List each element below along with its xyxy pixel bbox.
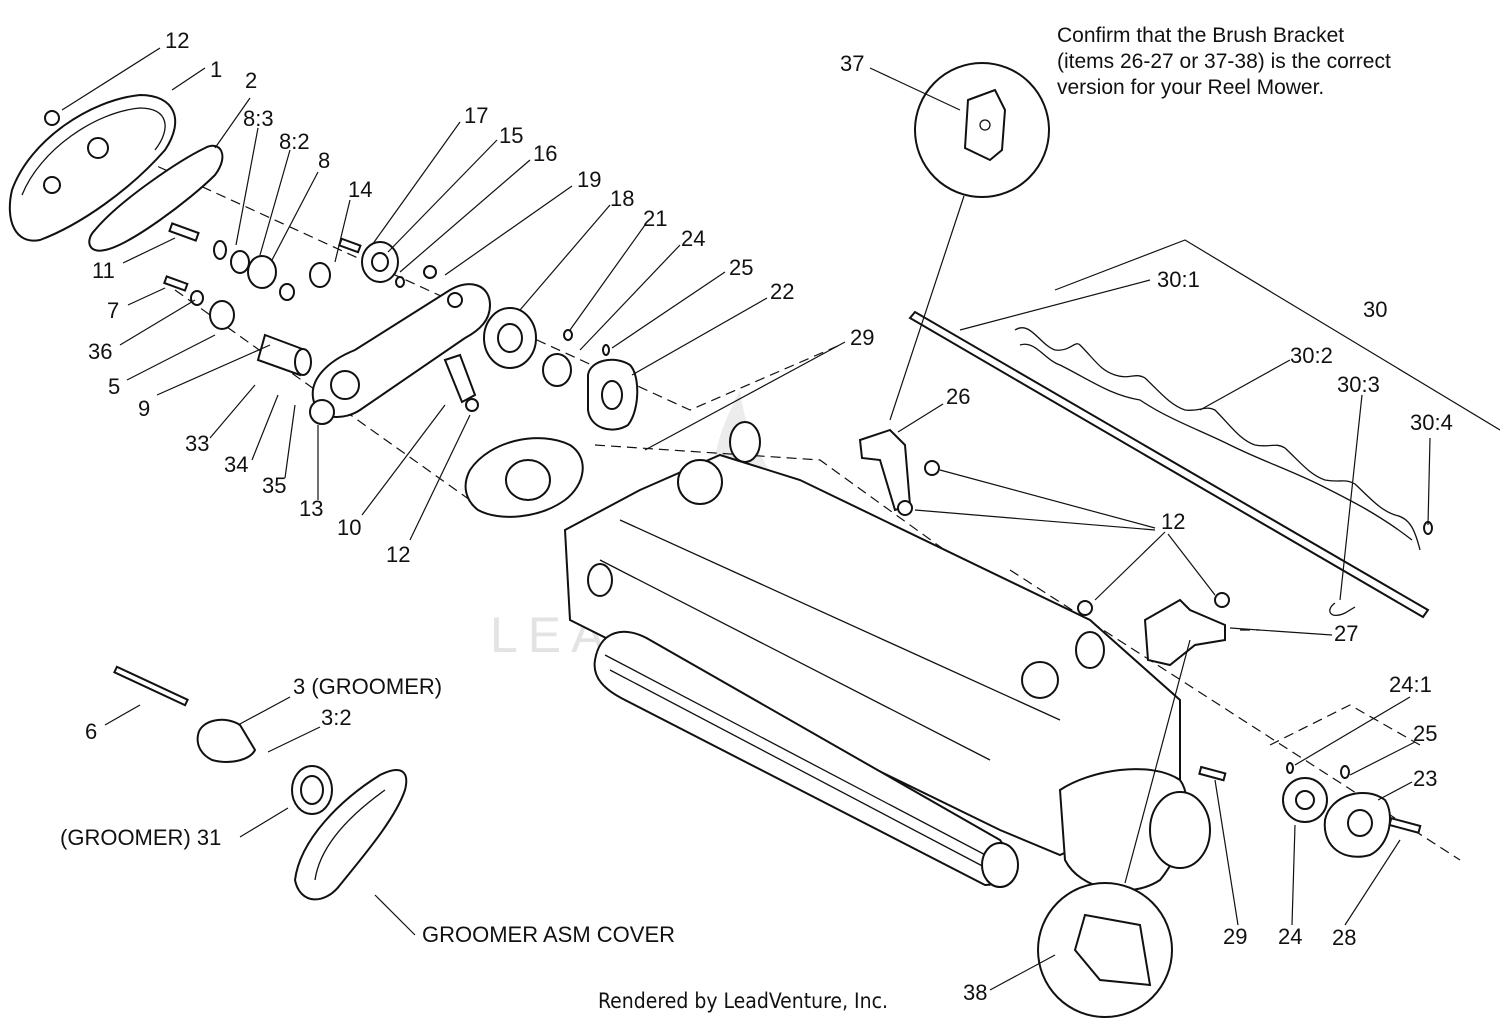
footer-credit: Rendered by LeadVenture, Inc. [598, 989, 888, 1013]
callout-34: 34 [224, 452, 248, 477]
callout-19: 19 [577, 167, 601, 192]
nut-12-top [44, 110, 60, 126]
brush-assembly-bracket [1054, 239, 1500, 431]
callout-31-groomer: (GROOMER) 31 [60, 825, 221, 850]
callout-8: 8 [318, 148, 330, 173]
callout-8-3: 8:3 [243, 106, 274, 131]
callout-27: 27 [1334, 621, 1358, 646]
callout-16: 16 [533, 141, 557, 166]
drive-belt [88, 145, 224, 252]
groomer-parts [113, 665, 408, 901]
callout-5: 5 [108, 374, 120, 399]
callout-33: 33 [185, 431, 209, 456]
callout-groomer-cover: GROOMER ASM COVER [422, 922, 675, 947]
groomer-roller [593, 630, 1019, 888]
note-line-1: Confirm that the Brush Bracket [1057, 24, 1344, 47]
inset-38 [1037, 639, 1191, 1018]
callout-12-right: 12 [1161, 509, 1185, 534]
callout-7: 7 [107, 298, 119, 323]
right-hubs [483, 307, 639, 431]
callout-2: 2 [245, 68, 257, 93]
callout-38: 38 [963, 980, 987, 1005]
brush-bracket-26 [858, 428, 912, 512]
note-line-2: (items 26-27 or 37-38) is the correct [1057, 50, 1391, 73]
callout-30-2: 30:2 [1290, 343, 1333, 368]
callout-6: 6 [85, 719, 97, 744]
callout-8-2: 8:2 [279, 129, 310, 154]
callout-29-lower: 29 [1223, 924, 1247, 949]
center-drive-parts [337, 237, 437, 288]
tension-bracket [443, 353, 477, 404]
callout-28: 28 [1332, 925, 1356, 950]
callout-13: 13 [299, 496, 323, 521]
right-hub-axis [1269, 704, 1421, 746]
callout-11: 11 [92, 258, 115, 283]
note-line-3: version for your Reel Mower. [1057, 76, 1324, 99]
callout-9: 9 [138, 396, 150, 421]
callout-22: 22 [770, 279, 794, 304]
callout-3-groomer: 3 (GROOMER) [293, 674, 442, 699]
callout-26: 26 [946, 384, 970, 409]
callout-30-3: 30:3 [1337, 372, 1380, 397]
callout-labels: 12 1 2 8:3 8:2 8 17 15 16 14 19 18 21 24… [60, 28, 1453, 1005]
brush-bracket-27 [1143, 598, 1226, 667]
callout-35: 35 [262, 473, 286, 498]
callout-30: 30 [1363, 297, 1387, 322]
callout-15: 15 [499, 123, 523, 148]
callout-1: 1 [210, 57, 222, 82]
callout-12-lower-left: 12 [386, 542, 410, 567]
callout-36: 36 [88, 339, 112, 364]
right-end-hubs [1198, 762, 1422, 858]
left-shaft-parts [163, 222, 331, 377]
callout-30-1: 30:1 [1157, 267, 1200, 292]
callout-24-lower: 24 [1278, 924, 1302, 949]
compatibility-note: Confirm that the Brush Bracket (items 26… [1057, 24, 1391, 99]
callout-14: 14 [348, 177, 372, 202]
brush-shaft [908, 310, 1433, 619]
callout-17: 17 [464, 103, 488, 128]
callout-25-lower: 25 [1413, 721, 1437, 746]
callout-18: 18 [610, 186, 634, 211]
callout-25-upper: 25 [729, 255, 753, 280]
drive-cover [8, 93, 177, 242]
callout-10: 10 [337, 515, 361, 540]
callout-23: 23 [1413, 766, 1437, 791]
callout-12-top: 12 [165, 28, 189, 53]
brush-spiral [1014, 327, 1421, 551]
callout-24-1: 24:1 [1389, 672, 1432, 697]
callout-24-upper: 24 [681, 226, 705, 251]
callout-21: 21 [643, 206, 667, 231]
callout-3-2: 3:2 [321, 705, 352, 730]
callout-37: 37 [840, 51, 864, 76]
callout-29-upper: 29 [850, 325, 874, 350]
callout-30-4: 30:4 [1410, 410, 1453, 435]
inset-37 [889, 62, 1050, 421]
leader-lines [61, 47, 1431, 991]
reel-frame [563, 421, 1211, 892]
